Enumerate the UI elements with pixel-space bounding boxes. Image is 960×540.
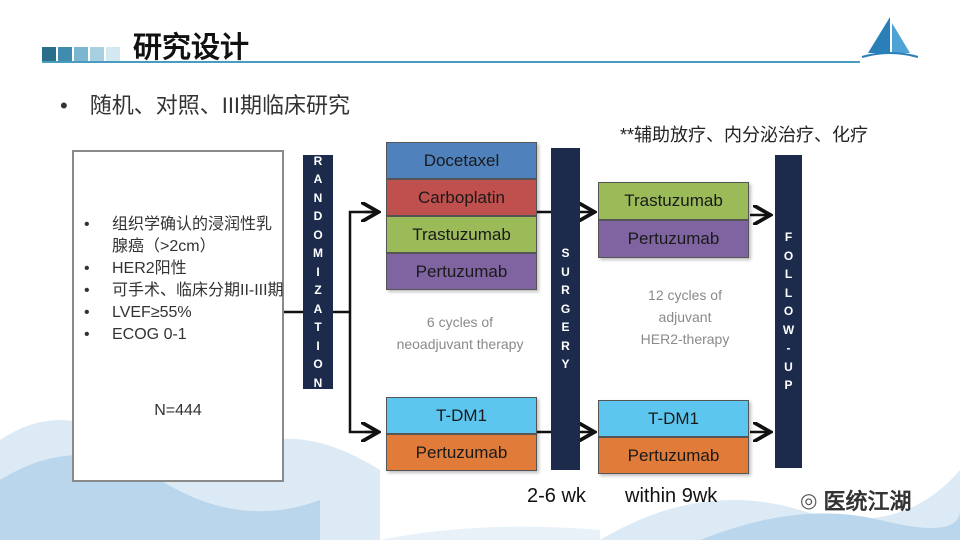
drug-box: Pertuzumab (386, 434, 537, 471)
criterion: •组织学确认的浸润性乳腺癌（>2cm） (84, 216, 273, 255)
bar-letter: U (784, 359, 793, 374)
criterion: •可手术、临床分期II-III期 (84, 282, 284, 299)
bar-letter: N (313, 375, 323, 390)
bar-letter: W (782, 322, 795, 337)
slide-title: 研究设计 (133, 32, 250, 64)
bar-letter: Z (314, 283, 322, 298)
bar-letter: F (784, 230, 793, 245)
main-bullet: •随机、对照、III期临床研究 (60, 93, 351, 118)
drug-box: Trastuzumab (386, 216, 537, 253)
title-square (42, 47, 56, 61)
title-square (90, 47, 104, 61)
title-square (106, 47, 120, 61)
eligibility-box: •组织学确认的浸润性乳腺癌（>2cm） •HER2阳性 •可手术、临床分期II-… (72, 150, 284, 482)
criterion: •ECOG 0-1 (84, 326, 187, 343)
bar-letter: N (313, 190, 323, 205)
drug-box: Trastuzumab (598, 182, 749, 220)
bar-letter: R (561, 338, 570, 353)
bar-letter: A (313, 301, 323, 316)
drug-box: Pertuzumab (386, 253, 537, 290)
bar-letter: P (784, 378, 793, 393)
footnote: **辅助放疗、内分泌治疗、化疗 (620, 125, 869, 145)
bar-letter: Y (561, 357, 570, 372)
bar-letter: L (784, 285, 793, 300)
bar-letter: D (313, 209, 323, 224)
surgery-window: 2-6 wk (527, 485, 586, 507)
bar-letter: R (561, 283, 570, 298)
title-square (74, 47, 88, 61)
title-divider (42, 61, 860, 63)
main-bullet-text: 随机、对照、III期临床研究 (89, 93, 351, 118)
bar-letter: I (316, 338, 320, 353)
bar-letter: O (313, 227, 323, 242)
wechat-icon: ◎ (800, 489, 818, 512)
bar-letter: T (314, 320, 322, 335)
criterion: •LVEF≥55% (84, 304, 192, 321)
drug-box: Pertuzumab (598, 437, 749, 474)
bar-letter: L (784, 267, 793, 282)
bar-letter: A (313, 172, 323, 187)
bar-letter: E (561, 320, 570, 335)
drug-box: T-DM1 (598, 400, 749, 437)
bar-letter: S (561, 246, 570, 261)
bar-letter: - (786, 341, 791, 356)
bar-letter: I (316, 264, 320, 279)
bar-letter: O (313, 357, 323, 372)
bar-letter: O (783, 304, 794, 319)
criterion: •HER2阳性 (84, 260, 187, 277)
drug-box: Carboplatin (386, 179, 537, 216)
sample-size: N=444 (154, 402, 202, 419)
bar-letter: R (313, 153, 323, 168)
drug-box: T-DM1 (386, 397, 537, 434)
title-square (58, 47, 72, 61)
clinstat-logo (860, 15, 920, 65)
bar-letter: M (313, 246, 323, 261)
bar-letter: G (560, 301, 571, 316)
adjuvant-window: within 9wk (625, 485, 718, 507)
drug-box: Docetaxel (386, 142, 537, 179)
watermark: ◎ 医统江湖 (800, 489, 912, 514)
bar-letter: O (783, 248, 794, 263)
drug-box: Pertuzumab (598, 220, 749, 258)
bar-letter: U (561, 264, 570, 279)
